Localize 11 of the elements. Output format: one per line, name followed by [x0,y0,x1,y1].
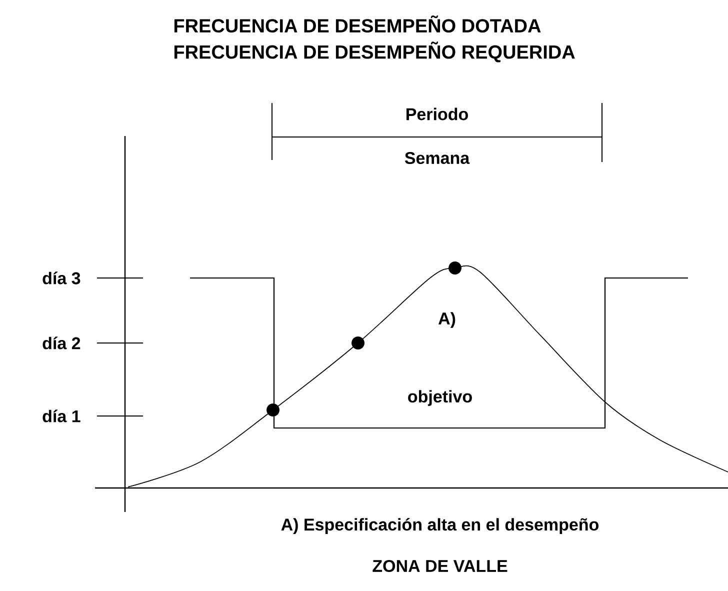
period-label: Periodo [406,108,468,120]
period-label: Semana [404,152,470,164]
zone-label: objetivo [408,390,472,406]
caption: A) Especificación alta en el desempeño [281,518,599,534]
axis-label: día 3 [42,272,80,284]
curve-label: A) [438,312,456,328]
series-label: FRECUENCIA DE DESEMPEÑO REQUERIDA [174,42,575,62]
axis-label: día 1 [42,410,80,422]
series-label: FRECUENCIA DE DESEMPEÑO DOTADA [174,15,541,33]
caption: ZONA DE VALLE [372,560,508,572]
axis-label: día 2 [42,336,80,350]
